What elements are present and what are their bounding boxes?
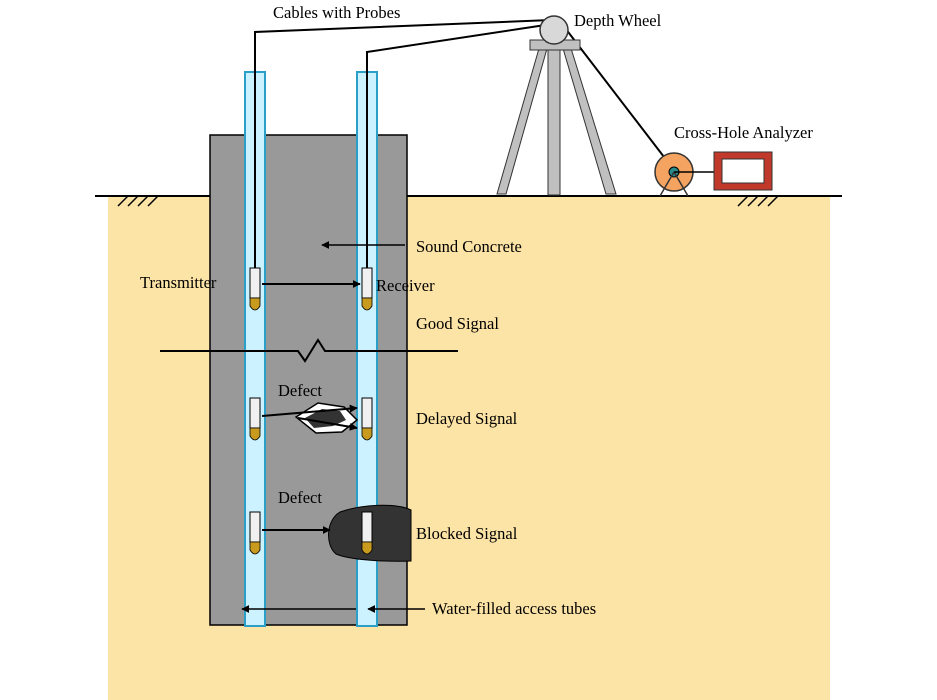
delayed-signal-arrow-upper <box>261 404 358 417</box>
delayed-signal-arrow-lower <box>297 417 358 431</box>
receiver-probe-1 <box>361 267 373 311</box>
transmitter-probe-1 <box>249 267 261 311</box>
cable-to-analyzer <box>561 23 675 171</box>
label-cross-hole-analyzer: Cross-Hole Analyzer <box>674 123 813 142</box>
cable-left <box>254 19 552 272</box>
cross-hole-analyzer <box>713 151 773 191</box>
section-break-line <box>160 338 458 363</box>
label-delayed-signal: Delayed Signal <box>416 409 518 428</box>
label-cables-with-probes: Cables with Probes <box>273 3 400 22</box>
label-receiver: Receiver <box>376 276 435 295</box>
depth-wheel <box>539 15 569 45</box>
receiver-probe-3 <box>361 511 373 555</box>
receiver-probe-2 <box>361 397 373 441</box>
label-defect-blockage: Defect <box>278 488 322 507</box>
depth-wheel-tripod <box>496 39 617 196</box>
transmitter-probe-3 <box>249 511 261 555</box>
label-water-filled-access-tubes: Water-filled access tubes <box>432 599 596 618</box>
label-sound-concrete: Sound Concrete <box>416 237 522 256</box>
transmitter-probe-2 <box>249 397 261 441</box>
cable-reel <box>654 152 694 197</box>
ground-hatch-left <box>117 195 159 207</box>
ground-hatch-right <box>737 195 779 207</box>
label-blocked-signal: Blocked Signal <box>416 524 518 543</box>
label-good-signal: Good Signal <box>416 314 499 333</box>
label-depth-wheel: Depth Wheel <box>574 11 662 30</box>
label-defect-void: Defect <box>278 381 322 400</box>
cable-right <box>366 23 553 272</box>
label-transmitter: Transmitter <box>140 273 217 292</box>
